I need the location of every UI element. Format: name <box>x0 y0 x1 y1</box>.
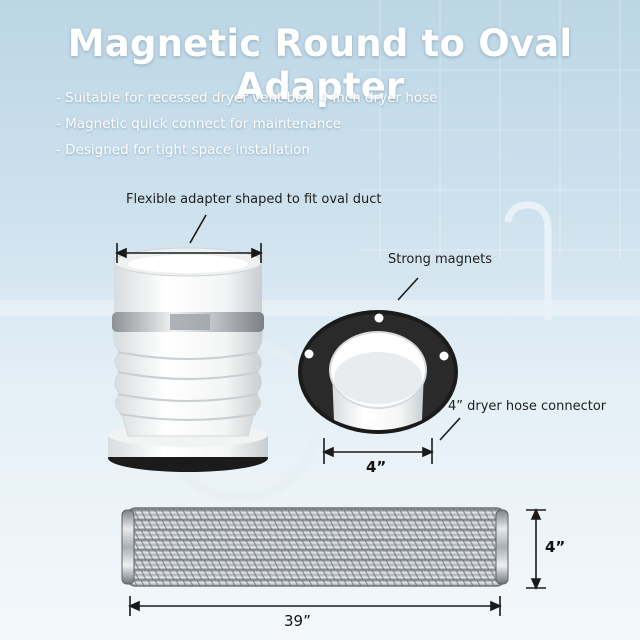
magnet-dot <box>367 413 377 423</box>
hose-diameter-label: 4” <box>545 538 566 556</box>
feature-item: Designed for tight space installation <box>56 137 437 163</box>
magnet-dot <box>304 349 314 359</box>
hose-diameter-dimension <box>526 508 546 590</box>
connector-width-label: 4” <box>366 458 387 476</box>
feature-list: Suitable for recessed dryer vent box, 4 … <box>56 85 437 163</box>
hose-length-label: 39” <box>284 612 311 630</box>
magnet-dot <box>439 351 449 361</box>
connector-callout-leader <box>439 417 461 441</box>
feature-item: Magnetic quick connect for maintenance <box>56 111 437 137</box>
magnets-callout: Strong magnets <box>388 252 492 267</box>
adapter-callout-leader <box>189 214 207 244</box>
adapter-callout: Flexible adapter shaped to fit oval duct <box>126 192 382 207</box>
magnetic-flange <box>298 310 458 434</box>
feature-item: Suitable for recessed dryer vent box, 4 … <box>56 85 437 111</box>
magnets-callout-leader <box>397 277 419 301</box>
hose-length-dimension <box>128 596 502 616</box>
connector-callout: 4” dryer hose connector <box>448 399 607 414</box>
magnet-dot <box>374 313 384 323</box>
connector-width-dimension <box>322 438 434 464</box>
faucet-shape <box>504 201 552 320</box>
foil-dryer-hose <box>121 507 509 587</box>
flexible-adapter <box>108 247 268 472</box>
adapter-width-dimension <box>115 243 263 263</box>
